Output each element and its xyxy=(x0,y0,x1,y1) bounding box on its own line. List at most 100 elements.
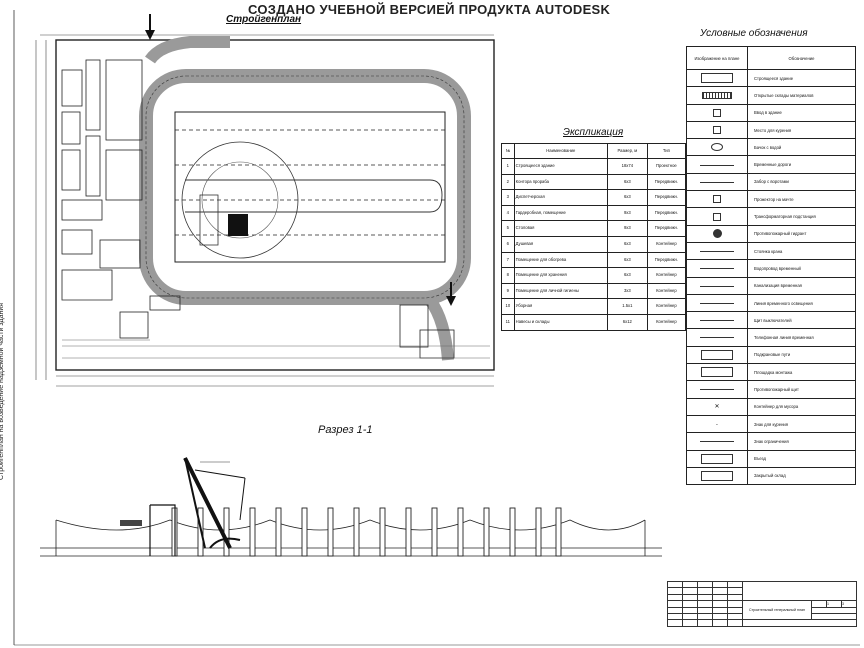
col-size: Размер, м xyxy=(606,143,648,159)
legend-symbol xyxy=(686,432,748,451)
legend-description: Временные дороги xyxy=(747,155,856,174)
autodesk-watermark: СОЗДАНО УЧЕБНОЙ ВЕРСИЕЙ ПРОДУКТА AUTODES… xyxy=(248,2,611,17)
legend-row: Открытые склады материалов xyxy=(686,86,856,105)
legend-description: Подкрановые пути xyxy=(747,345,856,365)
legend-description: Трансформаторная подстанция xyxy=(747,207,856,226)
legend-description: Стоянка крана xyxy=(747,241,856,261)
explication-cell-name: Диспетчерская xyxy=(513,189,608,206)
legend-row: Противопожарный щит xyxy=(686,380,856,399)
entry-arrow-top xyxy=(145,14,155,40)
legend-row: Прожектор на мачте xyxy=(686,190,856,209)
legend-row: Ввод в здание xyxy=(686,103,856,122)
legend-symbol xyxy=(686,259,748,278)
legend-description: Место для курения xyxy=(747,120,856,140)
legend-row: Временные дороги xyxy=(686,155,856,174)
explication-cell-mark: 6х3 xyxy=(606,235,648,253)
temporary-buildings xyxy=(61,59,455,359)
explication-cell-mark: 3х3 xyxy=(606,282,648,300)
explication-cell-n: 10 xyxy=(501,298,515,315)
legend-row: Подкрановые пути xyxy=(686,345,856,365)
explication-cell-n: 8 xyxy=(501,267,515,284)
legend-row: Строящееся здание xyxy=(686,68,856,88)
legend-description: Знак ограничения xyxy=(747,432,856,451)
legend-description: Бачок с водой xyxy=(747,138,856,157)
legend-col-symbol: Изображение на плане xyxy=(686,46,748,70)
legend-title: Условные обозначения xyxy=(700,28,808,39)
explication-cell-mark: 18х74 xyxy=(606,158,648,175)
crane-path xyxy=(185,179,443,213)
explication-cell-qty: Проектное xyxy=(646,158,687,175)
legend-description: Противопожарный гидрант xyxy=(747,224,856,243)
legend-row: Противопожарный гидрант xyxy=(686,224,856,243)
explication-cell-name: Уборная xyxy=(513,298,608,315)
explication-cell-qty: Контейнер xyxy=(646,267,687,284)
legend-description: Площадка монтажа xyxy=(747,363,856,382)
legend-row: Забор с воротами xyxy=(686,172,856,192)
legend-symbol xyxy=(686,449,748,468)
legend-row: Знак ограничения xyxy=(686,432,856,451)
legend-header-row: Изображение на плане Обозначение xyxy=(686,46,856,70)
legend-row: Бачок с водой xyxy=(686,138,856,157)
legend-description: Линия временного освещения xyxy=(747,293,856,313)
legend-row: Водопровод временный xyxy=(686,259,856,278)
legend-symbol xyxy=(686,311,748,330)
legend-symbol xyxy=(686,224,748,243)
explication-cell-n: 2 xyxy=(501,173,515,191)
plan-title: Стройгенплан xyxy=(226,14,302,25)
legend-symbol xyxy=(686,293,748,313)
crane-symbol xyxy=(228,214,248,236)
legend-col-meaning: Обозначение xyxy=(747,46,856,70)
explication-cell-mark: 9х3 xyxy=(606,204,648,222)
legend-description: Щит выключателей xyxy=(747,311,856,330)
explication-cell-name: Помещение для хранения xyxy=(513,267,608,284)
section-columns xyxy=(171,507,562,557)
explication-cell-name: Помещение для обогрева xyxy=(513,251,608,269)
legend-symbol xyxy=(686,207,748,226)
explication-cell-name: Душевая xyxy=(513,235,608,253)
legend-symbol xyxy=(686,190,748,209)
legend-row: Место для курения xyxy=(686,120,856,140)
explication-cell-n: 5 xyxy=(501,220,515,237)
legend-row: Въезд xyxy=(686,449,856,468)
crane-radius-inner xyxy=(201,161,279,239)
crane-radius-outer xyxy=(181,141,299,259)
section-title: Разрез 1-1 xyxy=(318,424,373,436)
legend-symbol xyxy=(686,155,748,174)
temporary-road xyxy=(139,69,471,305)
legend-description: Противопожарный щит xyxy=(747,380,856,399)
legend-row: ·Знак для курения xyxy=(686,414,856,434)
legend-symbol xyxy=(686,120,748,140)
legend-symbol xyxy=(686,328,748,347)
column-grid xyxy=(175,129,445,236)
legend-row: Щит выключателей xyxy=(686,311,856,330)
explication-cell-n: 1 xyxy=(501,158,515,175)
assembly-area xyxy=(199,194,219,246)
legend-row: Стоянка крана xyxy=(686,241,856,261)
explication-cell-n: 4 xyxy=(501,204,515,222)
legend-description: Канализация временная xyxy=(747,276,856,295)
legend-symbol xyxy=(686,363,748,382)
explication-header-row: № Наименование Размер, м Тип xyxy=(501,143,687,159)
col-type: Тип xyxy=(646,143,687,159)
explication-cell-qty: Передвижн. xyxy=(646,189,687,206)
explication-cell-n: 3 xyxy=(501,189,515,206)
legend-description: Въезд xyxy=(747,449,856,468)
legend-description: Закрытый склад xyxy=(747,466,856,486)
explication-cell-qty: Контейнер xyxy=(646,298,687,315)
legend-symbol xyxy=(686,276,748,295)
explication-cell-mark: 6х3 xyxy=(606,189,648,206)
legend-symbol: · xyxy=(686,414,748,434)
explication-cell-mark: 6х3 xyxy=(606,267,648,284)
